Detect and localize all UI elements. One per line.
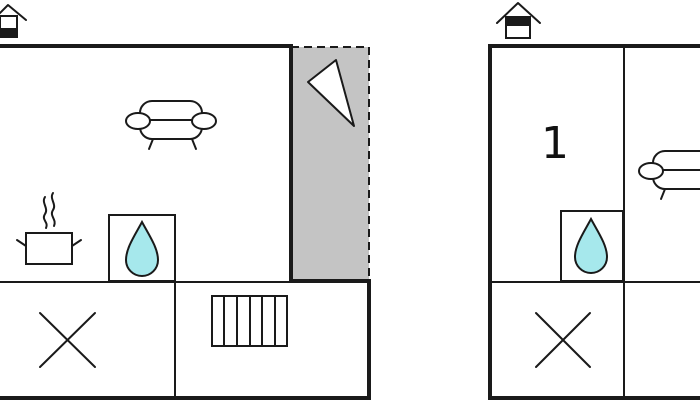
- right-floor: 1: [488, 2, 700, 400]
- entrance-icon: [0, 4, 27, 38]
- room-number-label: 1: [541, 118, 569, 169]
- radiator-icon: [211, 295, 288, 347]
- sofa-icon: [638, 150, 700, 200]
- bathroom-x-icon: [535, 312, 591, 368]
- left-floor-walls: [0, 44, 371, 400]
- stove-pot-icon: [16, 192, 82, 265]
- bathroom-x-icon: [39, 312, 96, 368]
- water-heater-icon: [560, 210, 624, 282]
- left-floor: [0, 4, 371, 400]
- water-heater-icon: [108, 214, 176, 282]
- balcony-triangle-marker: [307, 59, 355, 127]
- sofa-icon: [125, 100, 217, 150]
- entrance-icon: [496, 2, 541, 39]
